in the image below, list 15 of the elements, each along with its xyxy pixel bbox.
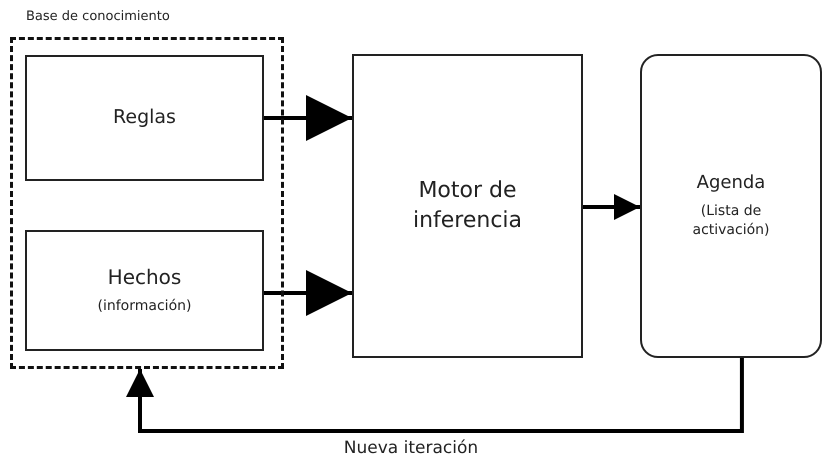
arrow (583, 194, 640, 220)
process-box (25, 230, 264, 351)
node-title: Agenda (696, 171, 766, 196)
process-box (25, 55, 264, 181)
node-title: Reglas (113, 105, 176, 130)
node-title: Hechos (108, 264, 182, 292)
node-subtitle: (Lista de activación) (691, 202, 770, 240)
arrow (126, 358, 744, 433)
arrow (264, 95, 352, 141)
arrow (264, 270, 352, 316)
group-title: Base de conocimiento (26, 9, 170, 24)
node-subtitle: (información) (98, 297, 192, 316)
process-box (352, 54, 583, 358)
node-title: Motor de inferencia (412, 177, 524, 235)
agenda-box (640, 54, 822, 358)
